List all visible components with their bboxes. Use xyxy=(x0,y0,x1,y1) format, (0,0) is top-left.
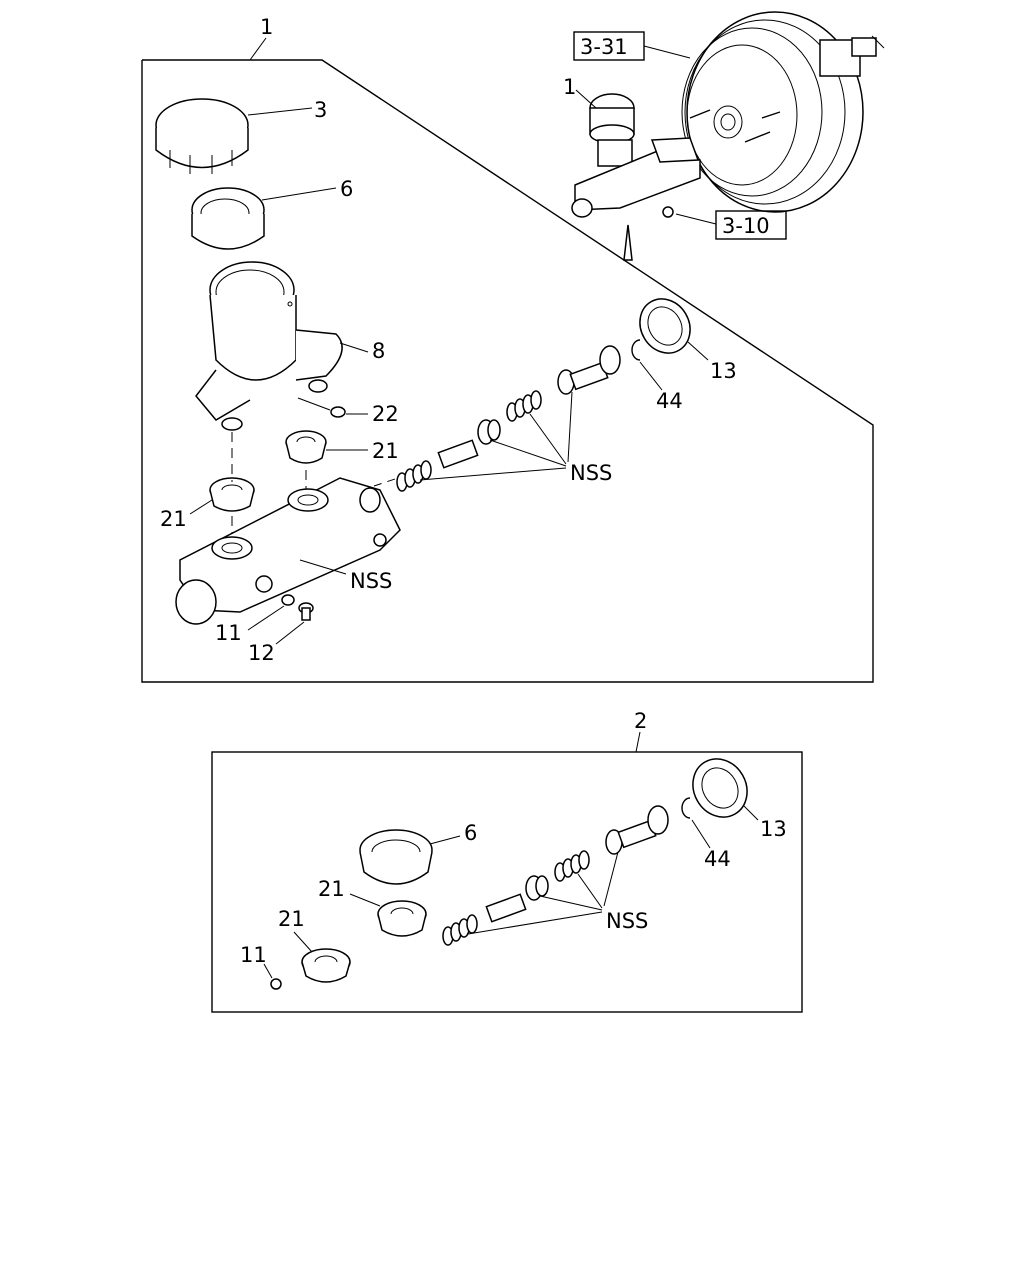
kit-piston-1 xyxy=(485,875,549,923)
callout-kit-seal: 6 xyxy=(464,821,477,845)
piston-assembly-2: NSS xyxy=(442,805,669,946)
group-1-frame: 1 xyxy=(141,15,874,683)
retaining-clip: 44 xyxy=(631,339,683,413)
callout-kit-grommet-upper: 21 xyxy=(318,877,345,901)
grommet-upper: 21 xyxy=(285,430,399,464)
callout-reservoir: 8 xyxy=(372,339,385,363)
reservoir-seal: 6 xyxy=(191,177,353,250)
master-cylinder-body: NSS xyxy=(175,477,401,625)
callout-kit-ring: 13 xyxy=(760,817,787,841)
repair-kit-seal-ring: 13 xyxy=(692,758,787,841)
callout-clip: 44 xyxy=(656,389,683,413)
callout-assembly-label: 1 xyxy=(563,75,576,99)
spring-2 xyxy=(506,390,542,422)
repair-kit-grommet-lower: 21 xyxy=(278,907,351,983)
piston-1 xyxy=(437,419,501,469)
group-2-frame: 2 xyxy=(211,709,803,1013)
callout-piston-nss: NSS xyxy=(570,461,612,485)
callout-washer: 11 xyxy=(215,621,242,645)
piston-assembly-1: NSS xyxy=(373,345,621,492)
kit-spring-2 xyxy=(554,850,590,882)
callout-assembly-1: 1 xyxy=(563,75,597,109)
callout-kit-piston-nss: NSS xyxy=(606,909,648,933)
ref-booster-box: 3-31 xyxy=(573,31,691,61)
piston-2 xyxy=(557,345,621,395)
repair-kit-washer: 11 xyxy=(240,943,282,990)
callout-ring: 13 xyxy=(710,359,737,383)
callout-bolt: 12 xyxy=(248,641,275,665)
spring-1 xyxy=(396,460,432,492)
repair-kit-seal: 6 xyxy=(359,821,477,885)
washer: 11 xyxy=(215,594,295,645)
callout-kit-grommet-lower: 21 xyxy=(278,907,305,931)
callout-cap: 3 xyxy=(314,98,327,122)
kit-piston-2 xyxy=(605,805,669,855)
callout-seal: 6 xyxy=(340,177,353,201)
grommet-lower: 21 xyxy=(160,477,255,531)
ref-nut-box: 3-10 xyxy=(675,210,787,240)
seal-ring: 13 xyxy=(639,298,737,383)
reservoir-body: 8 xyxy=(195,261,385,431)
brake-booster-assembly xyxy=(681,11,885,213)
repair-kit-clip: 44 xyxy=(681,797,731,871)
mounting-screw: 22 xyxy=(297,397,399,426)
group-2-label: 2 xyxy=(634,709,647,733)
callout-kit-washer: 11 xyxy=(240,943,267,967)
callout-body-nss: NSS xyxy=(350,569,392,593)
master-cylinder-assembly-small xyxy=(571,93,701,261)
callout-grommet-upper: 21 xyxy=(372,439,399,463)
group-1-label: 1 xyxy=(260,15,273,39)
ref-booster-label: 3-31 xyxy=(580,35,628,59)
reservoir-cap: 3 xyxy=(155,98,327,174)
callout-grommet-lower: 21 xyxy=(160,507,187,531)
ref-nut-label: 3-10 xyxy=(722,214,770,238)
callout-kit-clip: 44 xyxy=(704,847,731,871)
callout-screw: 22 xyxy=(372,402,399,426)
bolt: 12 xyxy=(248,602,314,665)
kit-spring-1 xyxy=(442,914,478,946)
repair-kit-grommet-upper: 21 xyxy=(318,877,427,937)
